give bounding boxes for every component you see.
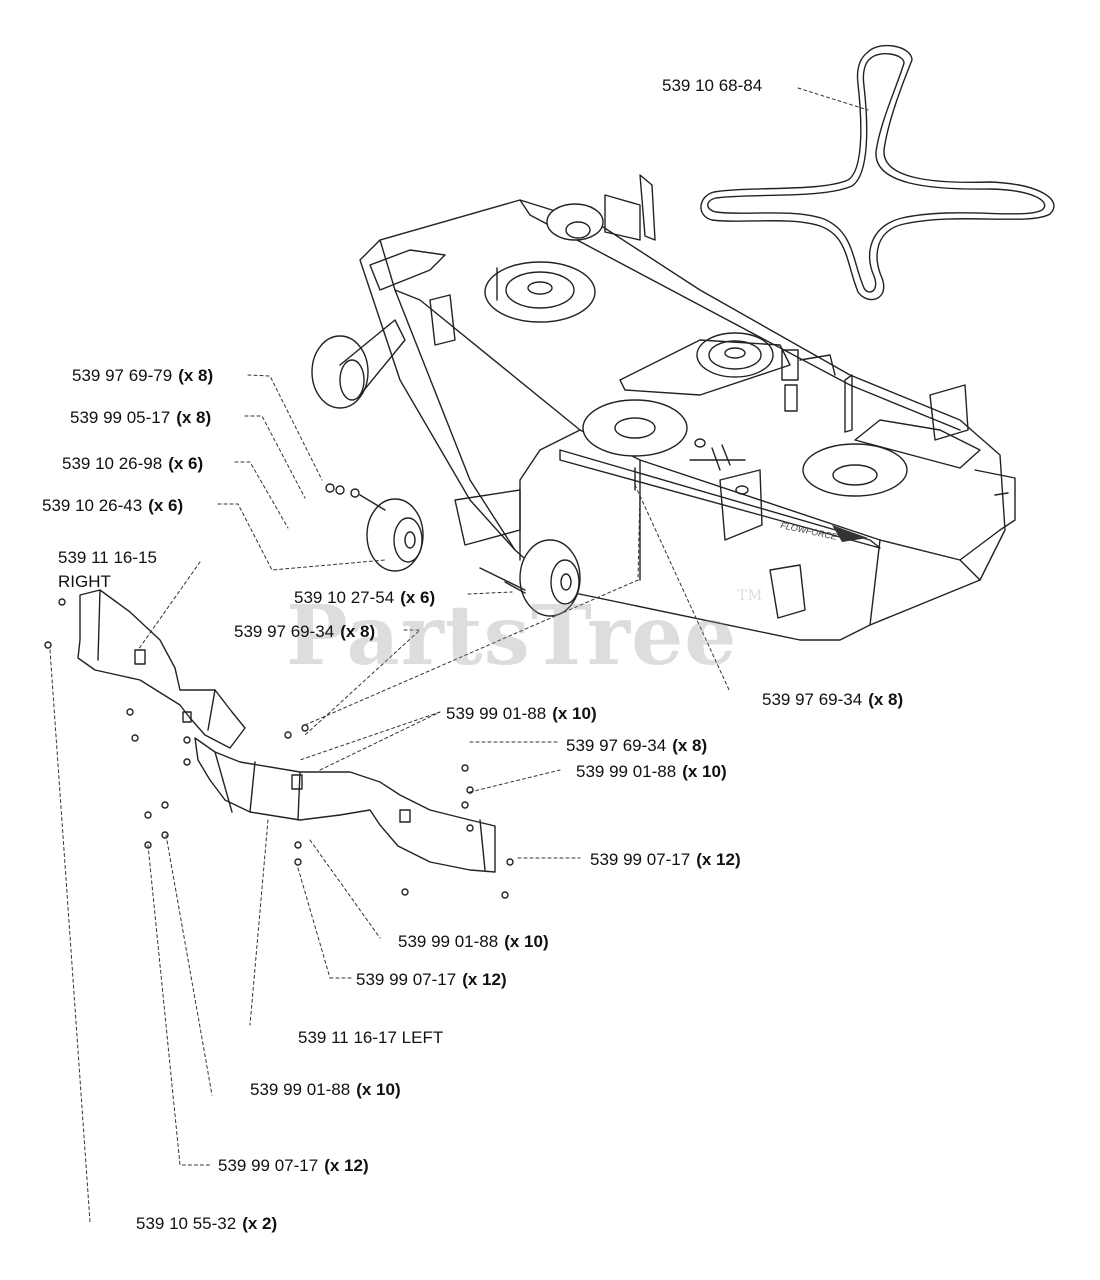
part-number: 539 99 01-88 bbox=[576, 762, 677, 781]
part-number: 539 99 07-17 bbox=[218, 1156, 319, 1175]
part-number: 539 10 68-84 bbox=[662, 76, 763, 95]
callout-14: 539 99 07-17 (x 12) bbox=[356, 970, 507, 990]
part-number: 539 10 55-32 bbox=[136, 1214, 237, 1233]
part-qty: (x 6) bbox=[148, 496, 184, 515]
fasteners bbox=[44, 483, 526, 899]
callout-5: 539 11 16-15 bbox=[58, 548, 157, 568]
part-qty: (x 12) bbox=[462, 970, 507, 989]
callout-11: 539 99 01-88 (x 10) bbox=[576, 762, 727, 782]
part-number: 539 11 16-17 LEFT bbox=[298, 1028, 444, 1047]
rear-right-caster-wheel bbox=[479, 539, 581, 617]
callout-5-side: RIGHT bbox=[58, 572, 111, 592]
part-qty: (x 10) bbox=[356, 1080, 401, 1099]
parts-tree-watermark: PartsTreeTM bbox=[286, 588, 763, 684]
part-qty: (x 12) bbox=[324, 1156, 369, 1175]
mower-deck: FLOWFORCE bbox=[359, 174, 1016, 641]
part-qty: (x 12) bbox=[696, 850, 741, 869]
callout-18: 539 10 55-32 (x 2) bbox=[136, 1214, 277, 1234]
part-number: 539 97 69-34 bbox=[762, 690, 863, 709]
callout-8: 539 97 69-34 (x 8) bbox=[762, 690, 903, 710]
callout-1: 539 97 69-79 (x 8) bbox=[72, 366, 213, 386]
callout-belt: 539 10 68-84 bbox=[662, 76, 762, 96]
part-qty: (x 8) bbox=[176, 408, 212, 427]
watermark-tm: TM bbox=[737, 588, 764, 604]
front-caster-wheel bbox=[311, 319, 406, 409]
part-qty: (x 2) bbox=[242, 1214, 278, 1233]
callout-16: 539 99 01-88 (x 10) bbox=[250, 1080, 401, 1100]
top-caster-wheel bbox=[546, 203, 604, 241]
callout-2: 539 99 05-17 (x 8) bbox=[70, 408, 211, 428]
callout-13: 539 99 01-88 (x 10) bbox=[398, 932, 549, 952]
part-qty: (x 6) bbox=[400, 588, 436, 607]
part-qty: (x 8) bbox=[178, 366, 214, 385]
part-qty: (x 10) bbox=[682, 762, 727, 781]
callout-12: 539 99 07-17 (x 12) bbox=[590, 850, 741, 870]
part-qty: (x 8) bbox=[868, 690, 904, 709]
callout-6: 539 10 27-54 (x 6) bbox=[294, 588, 435, 608]
part-qty: (x 8) bbox=[672, 736, 708, 755]
watermark-text: PartsTree bbox=[286, 588, 738, 684]
part-number: 539 99 07-17 bbox=[590, 850, 691, 869]
part-qty: (x 6) bbox=[168, 454, 204, 473]
part-number: 539 99 07-17 bbox=[356, 970, 457, 989]
callout-3: 539 10 26-98 (x 6) bbox=[62, 454, 203, 474]
right-deflector-guard bbox=[77, 589, 246, 749]
part-side: RIGHT bbox=[58, 572, 111, 591]
callout-4: 539 10 26-43 (x 6) bbox=[42, 496, 183, 516]
part-number: 539 97 69-79 bbox=[72, 366, 173, 385]
leader-lines bbox=[49, 87, 869, 1223]
callout-9: 539 99 01-88 (x 10) bbox=[446, 704, 597, 724]
part-number: 539 11 16-15 bbox=[58, 548, 157, 567]
callout-17: 539 99 07-17 (x 12) bbox=[218, 1156, 369, 1176]
part-qty: (x 10) bbox=[552, 704, 597, 723]
part-number: 539 99 05-17 bbox=[70, 408, 171, 427]
part-number: 539 10 27-54 bbox=[294, 588, 395, 607]
callout-10: 539 97 69-34 (x 8) bbox=[566, 736, 707, 756]
part-number: 539 10 26-98 bbox=[62, 454, 163, 473]
part-qty: (x 10) bbox=[504, 932, 549, 951]
part-number: 539 99 01-88 bbox=[250, 1080, 351, 1099]
callout-7: 539 97 69-34 (x 8) bbox=[234, 622, 375, 642]
part-qty: (x 8) bbox=[340, 622, 376, 641]
left-deflector-guard bbox=[194, 737, 496, 873]
part-number: 539 10 26-43 bbox=[42, 496, 143, 515]
callout-15: 539 11 16-17 LEFT bbox=[298, 1028, 443, 1048]
part-number: 539 97 69-34 bbox=[234, 622, 335, 641]
drive-belt bbox=[700, 44, 1055, 301]
part-number: 539 99 01-88 bbox=[446, 704, 547, 723]
part-number: 539 97 69-34 bbox=[566, 736, 667, 755]
rear-left-caster-wheel bbox=[366, 498, 424, 572]
part-number: 539 99 01-88 bbox=[398, 932, 499, 951]
